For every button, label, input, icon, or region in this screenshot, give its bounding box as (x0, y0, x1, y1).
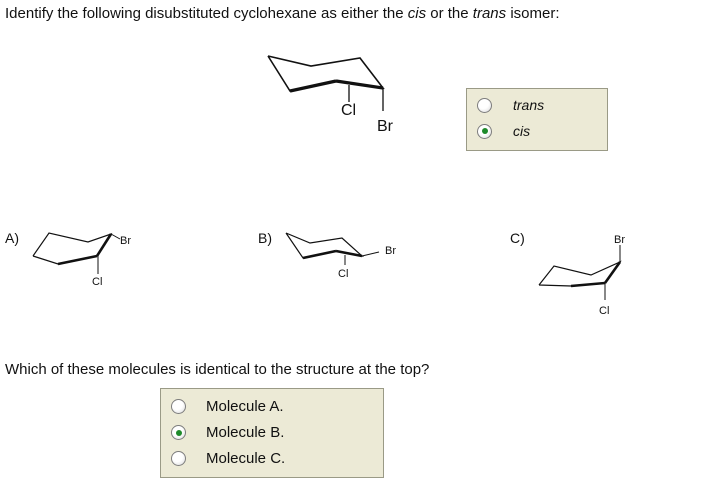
molecule-b-cl: Cl (338, 268, 348, 280)
option-molecule-a[interactable]: Molecule A. (171, 398, 284, 415)
radio-trans[interactable] (477, 97, 492, 113)
radio-molecule-c[interactable] (171, 451, 186, 466)
selected-dot (175, 429, 182, 436)
molecule-c-label: C) (510, 230, 525, 246)
molecule-b-br: Br (385, 245, 396, 257)
option-trans[interactable]: trans (477, 97, 544, 113)
option-cis[interactable]: cis (477, 123, 530, 139)
selected-dot (481, 128, 488, 134)
option-molecule-b[interactable]: Molecule B. (171, 424, 284, 441)
molecule-choice-panel: Molecule A. Molecule B. Molecule C. (160, 388, 384, 478)
molecule-b: Br Cl (285, 232, 396, 280)
option-cis-label: cis (513, 123, 531, 139)
molecule-a-cl: Cl (92, 276, 102, 288)
molecule-b-label: B) (258, 230, 272, 246)
molecule-a-br: Br (120, 235, 131, 247)
isomer-choice-panel: trans cis (466, 88, 608, 151)
radio-molecule-a[interactable] (171, 399, 186, 414)
molecule-a: Br Cl (32, 232, 131, 288)
option-molecule-b-label: Molecule B. (206, 424, 285, 441)
option-molecule-a-label: Molecule A. (206, 398, 284, 415)
option-molecule-c-label: Molecule C. (206, 450, 286, 467)
top-structure: Cl Br (267, 55, 394, 135)
molecule-c-cl: Cl (599, 305, 609, 317)
molecule-c: Br Cl (538, 234, 625, 317)
question-2-text: Which of these molecules is identical to… (5, 361, 430, 378)
radio-molecule-b[interactable] (171, 425, 186, 440)
option-trans-label: trans (513, 97, 545, 113)
top-br-label: Br (377, 118, 394, 135)
molecule-a-label: A) (5, 230, 19, 246)
option-molecule-c[interactable]: Molecule C. (171, 450, 285, 467)
radio-cis[interactable] (477, 123, 492, 139)
top-cl-label: Cl (341, 102, 356, 119)
question-1-text: Identify the following disubstituted cyc… (5, 5, 560, 22)
molecule-c-br: Br (614, 234, 625, 246)
